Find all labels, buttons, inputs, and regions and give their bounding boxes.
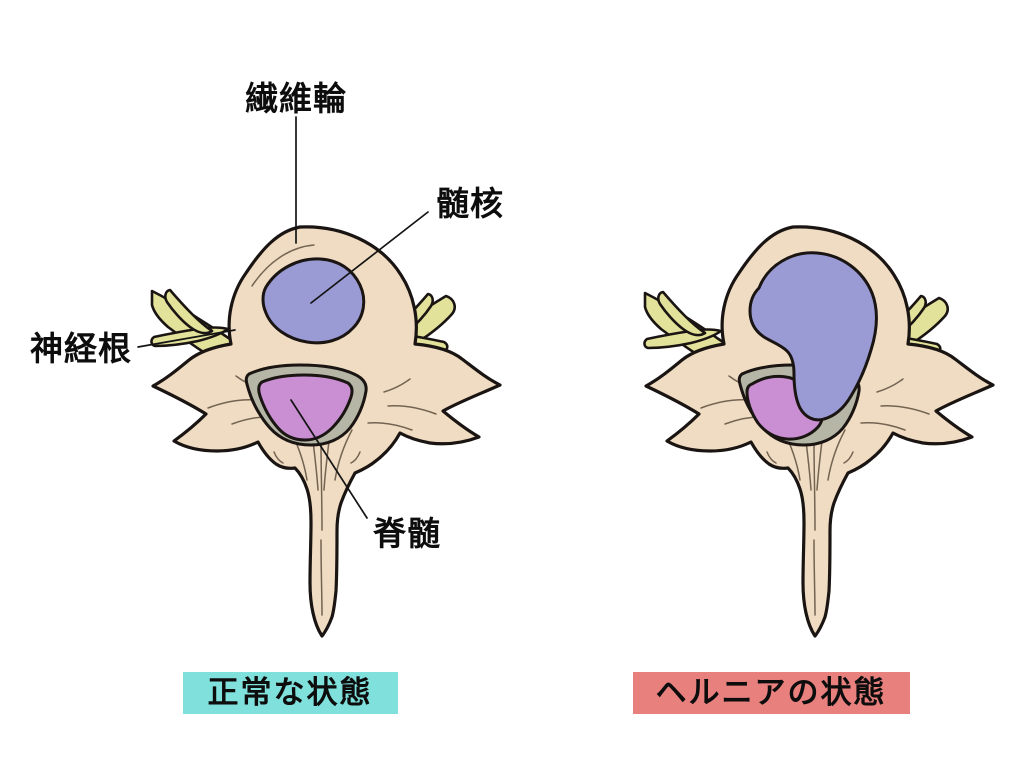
nucleus-leader-line: [310, 211, 429, 304]
annotation-layer: 繊維輪 髄核 神経根 脊髄: [30, 79, 504, 553]
caption-normal-highlight: [183, 672, 398, 714]
herniated-vertebra-figure: ヘルニアの状態: [633, 225, 995, 714]
caption-normal-label: 正常な状態: [208, 675, 373, 711]
nerve-root-label: 神経根: [30, 329, 132, 368]
nerve-root-leader-line: [137, 329, 236, 348]
spinal-cord-leader-line: [290, 399, 368, 519]
caption-herniated: ヘルニアの状態: [633, 672, 910, 714]
annulus-fibrosus-label: 繊維輪: [245, 79, 347, 118]
caption-herniated-label: ヘルニアの状態: [656, 675, 887, 711]
normal-vertebra-figure: 正常な状態: [150, 225, 502, 714]
spinal-cord-label: 脊髄: [373, 514, 441, 553]
caption-normal: 正常な状態: [183, 672, 398, 714]
caption-herniated-highlight: [633, 672, 910, 714]
nucleus-pulposus-label: 髄核: [436, 184, 504, 223]
